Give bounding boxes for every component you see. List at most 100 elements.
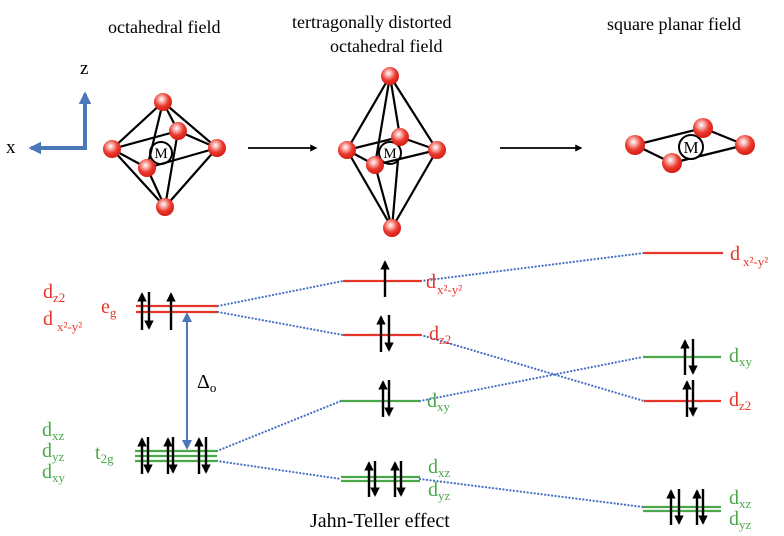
orbital-symbol: d <box>428 456 438 478</box>
square-planar-complex: M <box>625 118 755 173</box>
bond-edge <box>388 74 439 152</box>
orbital-symbol: d <box>429 323 439 345</box>
bond-edge <box>163 146 219 209</box>
correlation-line <box>215 459 343 481</box>
orbital-subscript: yz <box>52 449 65 464</box>
orbital-symbol: d <box>729 389 739 411</box>
bond-edge <box>373 163 394 230</box>
orbital-symbol: d <box>730 243 740 265</box>
ligand-atom-front <box>366 156 384 174</box>
metal-label: M <box>683 138 698 157</box>
label-subscript: g <box>110 305 117 320</box>
metal-center <box>678 134 704 160</box>
orbital-subscript: yz <box>438 488 451 503</box>
orbital-symbol: d <box>729 508 739 530</box>
orbital-symbol: d <box>729 345 739 367</box>
tetragonal-levels: dx²-y² dz2 dxy dxz dyz Jahn-Teller effec… <box>310 260 462 532</box>
bond-edge <box>110 147 167 209</box>
orbital-subscript: x²-y² <box>57 319 82 334</box>
orbital-label-dz2: dz2 <box>729 389 751 413</box>
orbital-symbol: d <box>42 461 52 483</box>
orbital-label-dyz: dyz <box>42 440 65 464</box>
orbital-symbol: d <box>43 281 53 303</box>
bond-edge <box>633 126 705 147</box>
bond-edge <box>670 143 747 165</box>
ligand-atom-right <box>428 141 446 159</box>
orbital-subscript: xz <box>52 428 65 443</box>
bond-edge <box>110 100 165 151</box>
orbital-label-dz2: dz2 <box>429 323 451 347</box>
label-main: e <box>101 296 110 318</box>
ligand-atom-left <box>625 135 645 155</box>
orbital-subscript: xy <box>52 470 66 485</box>
orbital-subscript: xz <box>739 496 752 511</box>
orbital-label-dxz: dxz <box>42 419 65 443</box>
label-subscript: o <box>210 380 217 395</box>
title-octahedral-field: octahedral field <box>108 17 220 37</box>
bond-edge <box>163 129 180 209</box>
ligand-atom-right <box>208 139 226 157</box>
ligand-atom-back <box>169 122 187 140</box>
bond-edge <box>110 129 180 151</box>
delta-o-label: Δo <box>197 371 216 395</box>
orbital-label-dxy: dxy <box>729 345 753 369</box>
eg-label: eg <box>101 296 117 320</box>
correlation-lines <box>215 251 646 509</box>
t2g-label: t2g <box>95 442 114 466</box>
bond-edge <box>390 148 439 230</box>
correlation-line <box>216 279 345 308</box>
bond-edge <box>345 135 402 152</box>
orbital-label-dxz: dxz <box>729 487 752 511</box>
bond-edge <box>373 74 392 167</box>
ligand-atom-back <box>391 128 409 146</box>
orbital-label-dxy: dxy <box>427 390 451 414</box>
orbital-subscript: xy <box>437 399 451 414</box>
orbital-symbol: d <box>426 271 436 293</box>
orbital-label-dxz: dxz <box>428 456 451 480</box>
bond-edge <box>345 148 394 230</box>
orbital-symbol: d <box>729 487 739 509</box>
ligand-atom-left <box>103 140 121 158</box>
ligand-atom-front <box>138 159 156 177</box>
orbital-subscript: xy <box>739 354 753 369</box>
bond-edge <box>145 146 219 170</box>
metal-center <box>378 141 402 165</box>
orbital-label-dz2: dz2 <box>43 281 65 305</box>
ligand-atom-front <box>662 153 682 173</box>
coordinate-axes: z x <box>6 58 92 158</box>
orbital-label-dyz: dyz <box>729 508 752 532</box>
bond-edge <box>388 74 402 139</box>
label-subscript: 2g <box>101 451 115 466</box>
ligand-atom-right <box>735 135 755 155</box>
title-tetragonal-line1: tertragonally distorted <box>292 12 451 32</box>
orbital-label-dyz: dyz <box>428 479 451 503</box>
orbital-label-dx2-y2: dx²-y² <box>426 271 462 297</box>
ligand-atom-back <box>693 118 713 138</box>
ligand-atom-bottom <box>383 219 401 237</box>
orbital-label-dxy: dxy <box>42 461 66 485</box>
title-square-planar-field: square planar field <box>607 14 741 34</box>
correlation-line <box>418 477 645 509</box>
correlation-line <box>419 251 646 283</box>
orbital-symbol: d <box>42 419 52 441</box>
ligand-atom-bottom <box>156 198 174 216</box>
orbital-symbol: d <box>43 308 53 330</box>
ligand-atom-top <box>381 67 399 85</box>
orbital-subscript: z2 <box>739 398 751 413</box>
orbital-subscript: x²-y² <box>437 282 462 297</box>
orbital-subscript: z2 <box>53 290 65 305</box>
metal-label: M <box>154 146 167 162</box>
correlation-line <box>418 355 645 403</box>
orbital-label-dx2-y2: d x²-y² <box>43 308 82 334</box>
orbital-symbol: d <box>428 479 438 501</box>
bond-edge <box>161 100 219 150</box>
correlation-line <box>216 310 345 337</box>
label-main: Δ <box>197 371 210 393</box>
correlation-line <box>215 399 343 453</box>
ligand-atom-top <box>154 93 172 111</box>
tetragonal-complex: M <box>338 67 446 237</box>
